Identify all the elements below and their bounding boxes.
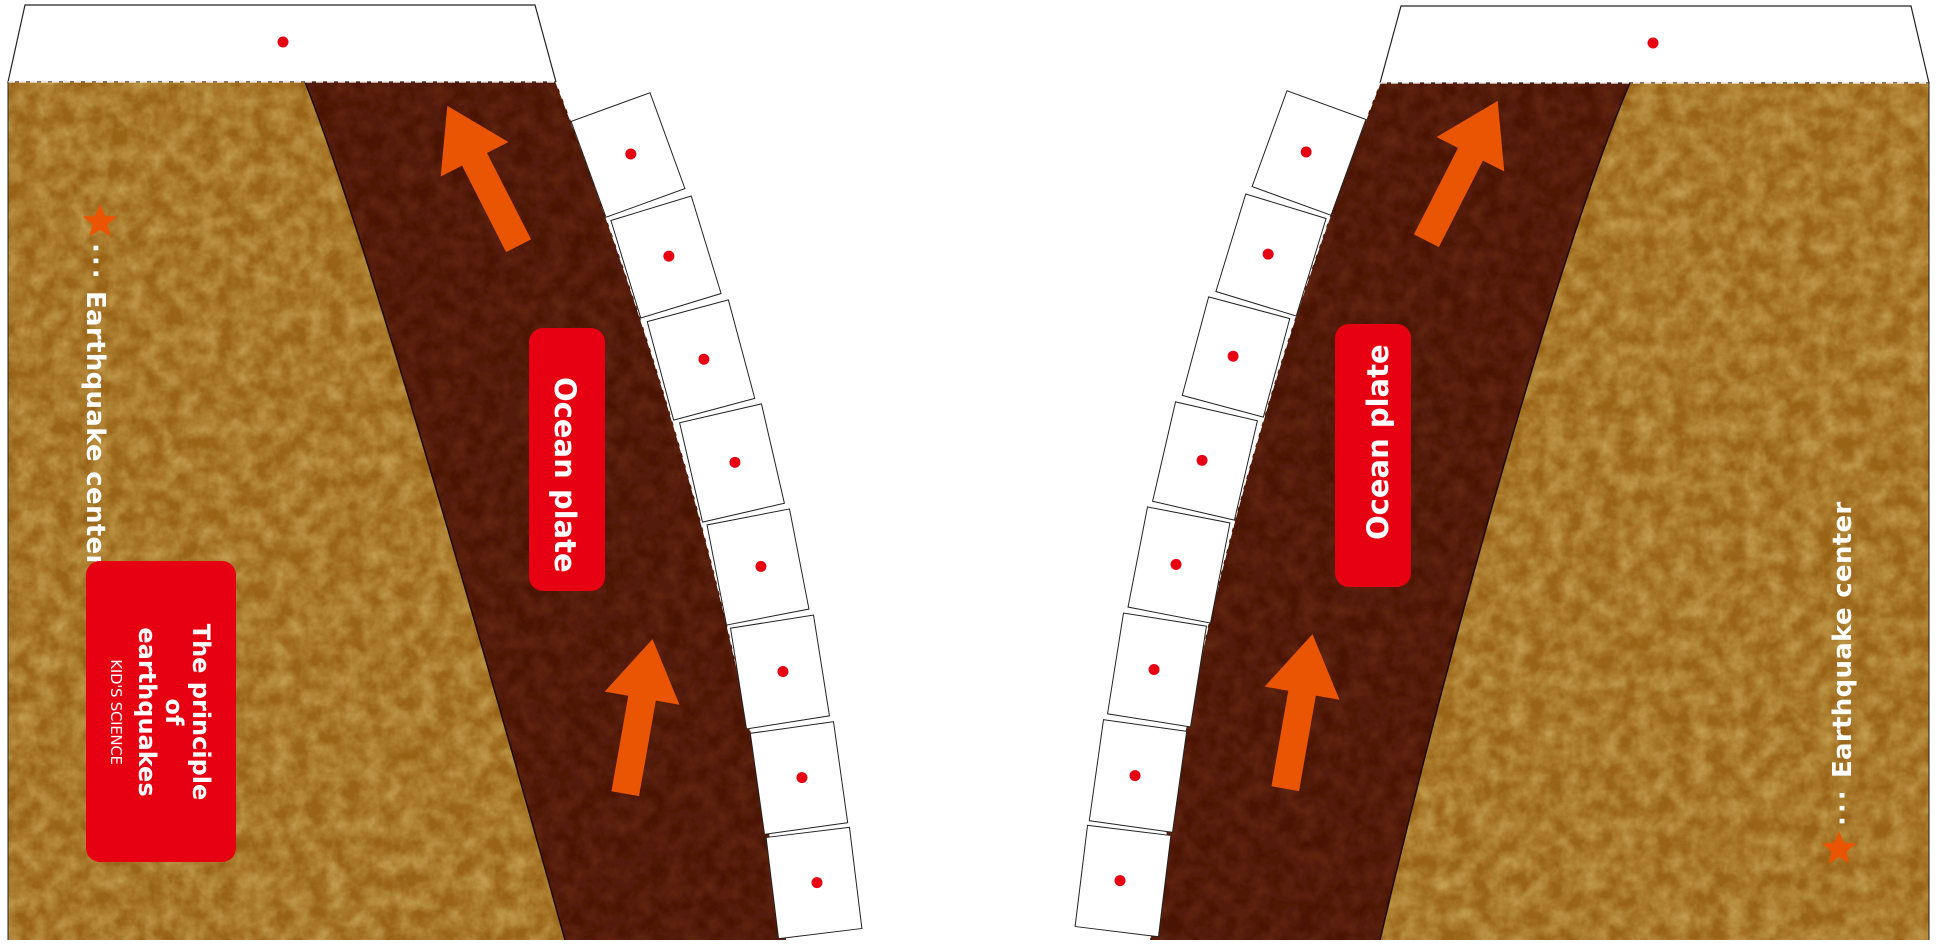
left-tab <box>750 722 847 835</box>
left-dotted-leader: ··· <box>80 243 110 282</box>
right-tab <box>1089 720 1186 833</box>
title-text-group: The principle of earthquakes KID'S SCIEN… <box>101 612 221 812</box>
left-earthquake-center-text: Earthquake center <box>80 291 110 568</box>
right-ocean-plate-label: Ocean plate <box>1361 344 1395 540</box>
right-earthquake-center-label: ··· Earthquake center <box>1828 501 1858 826</box>
title-badge: The principle of earthquakes KID'S SCIEN… <box>86 561 236 862</box>
right-panel <box>1075 6 1929 940</box>
left-tab <box>731 615 830 729</box>
left-ocean-plate-label: Ocean plate <box>548 377 582 573</box>
right-tab <box>1075 825 1171 936</box>
left-tab <box>766 827 862 938</box>
title-line-1: The principle of <box>161 612 215 812</box>
right-earthquake-center-text: Earthquake center <box>1828 501 1858 778</box>
title-line-2: earthquakes <box>134 627 161 796</box>
left-flap-dot <box>278 37 289 48</box>
right-flap-dot <box>1648 38 1659 49</box>
right-dotted-leader: ··· <box>1828 787 1858 826</box>
left-earthquake-center-label: ··· Earthquake center <box>80 243 110 568</box>
subtitle: KID'S SCIENCE <box>108 659 126 764</box>
right-tab <box>1108 613 1207 727</box>
